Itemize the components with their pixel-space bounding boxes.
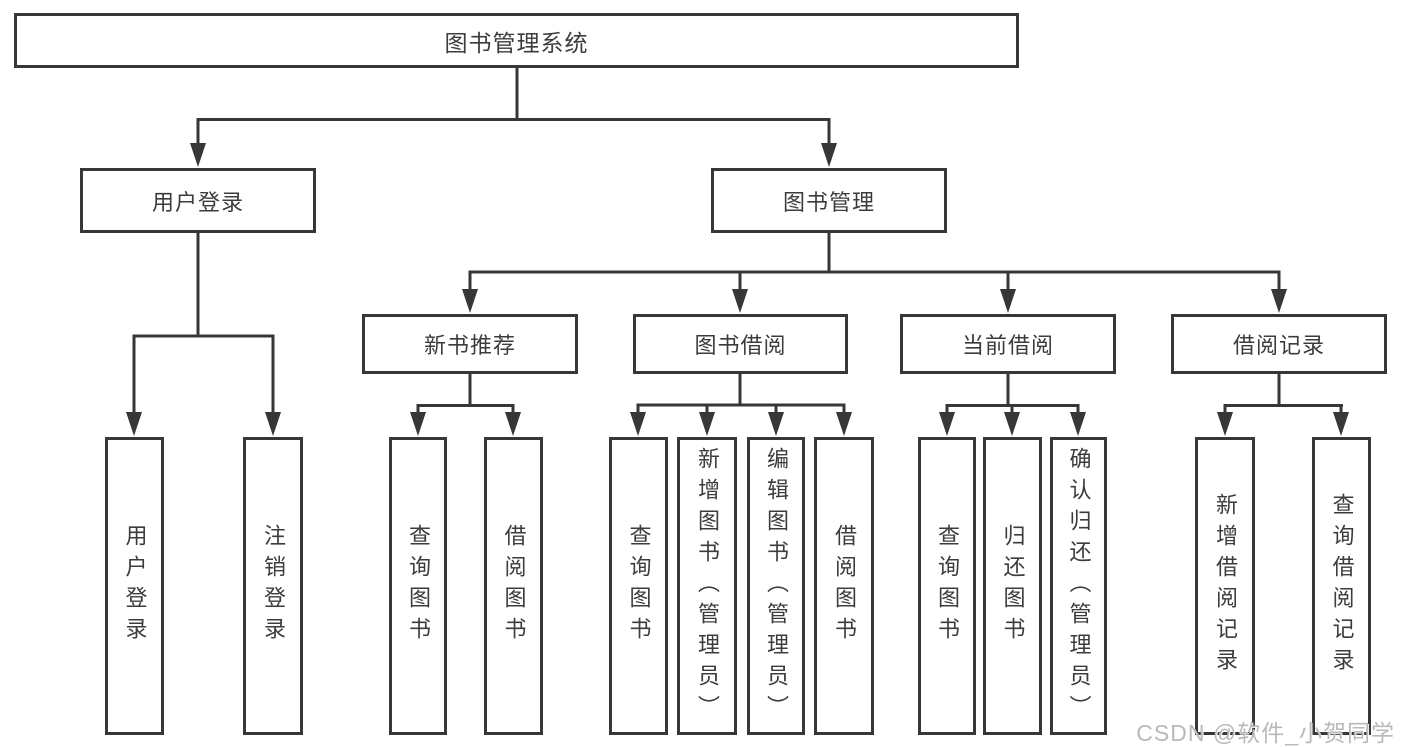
leaf-current-query-books-label: 查询图书 [935, 524, 960, 648]
node-new-book-recommend-label: 新书推荐 [423, 333, 516, 358]
node-book-management-label: 图书管理 [782, 189, 875, 215]
node-borrow-records-label: 借阅记录 [1232, 333, 1325, 358]
leaf-current-query-books: 查询图书 [918, 437, 976, 735]
leaf-borrow-books-label: 借阅图书 [832, 524, 857, 648]
node-new-book-recommend: 新书推荐 [362, 314, 578, 374]
node-borrow-records: 借阅记录 [1171, 314, 1387, 374]
leaf-confirm-return-admin-label: 确认归还（管理员） [1066, 446, 1092, 726]
leaf-add-borrow-record: 新增借阅记录 [1195, 437, 1255, 735]
leaf-user-login: 用户登录 [105, 437, 164, 735]
leaf-recommend-query-books-label: 查询图书 [406, 524, 431, 648]
node-current-borrow: 当前借阅 [900, 314, 1116, 374]
leaf-edit-books-admin-label: 编辑图书（管理员） [764, 446, 789, 726]
node-book-borrow: 图书借阅 [633, 314, 848, 374]
leaf-borrow-query-books: 查询图书 [609, 437, 668, 735]
leaf-recommend-query-books: 查询图书 [389, 437, 447, 735]
leaf-add-books-admin-label: 新增图书（管理员） [695, 446, 720, 726]
leaf-return-books: 归还图书 [983, 437, 1042, 735]
leaf-borrow-books: 借阅图书 [814, 437, 874, 735]
leaf-query-borrow-record: 查询借阅记录 [1312, 437, 1371, 735]
leaf-query-borrow-record-label: 查询借阅记录 [1329, 493, 1355, 679]
leaf-borrow-query-books-label: 查询图书 [626, 524, 652, 648]
node-root: 图书管理系统 [14, 13, 1019, 68]
node-current-borrow-label: 当前借阅 [961, 333, 1054, 358]
leaf-add-borrow-record-label: 新增借阅记录 [1213, 493, 1238, 679]
leaf-logout-label: 注销登录 [261, 524, 286, 648]
leaf-add-books-admin: 新增图书（管理员） [677, 437, 737, 735]
leaf-return-books-label: 归还图书 [1000, 524, 1026, 648]
csdn-watermark: CSDN @软件_小贺同学 [1136, 714, 1395, 747]
leaf-recommend-borrow-books-label: 借阅图书 [501, 524, 527, 648]
node-root-label: 图书管理系统 [444, 29, 589, 56]
leaf-confirm-return-admin: 确认归还（管理员） [1050, 437, 1107, 735]
leaf-user-login-label: 用户登录 [122, 524, 148, 648]
csdn-watermark-text: CSDN @软件_小贺同学 [1136, 720, 1395, 746]
node-book-management: 图书管理 [711, 168, 947, 233]
node-user-login: 用户登录 [80, 168, 316, 233]
node-book-borrow-label: 图书借阅 [694, 333, 787, 358]
node-user-login-label: 用户登录 [151, 189, 244, 215]
leaf-logout: 注销登录 [243, 437, 303, 735]
leaf-edit-books-admin: 编辑图书（管理员） [747, 437, 805, 735]
leaf-recommend-borrow-books: 借阅图书 [484, 437, 543, 735]
